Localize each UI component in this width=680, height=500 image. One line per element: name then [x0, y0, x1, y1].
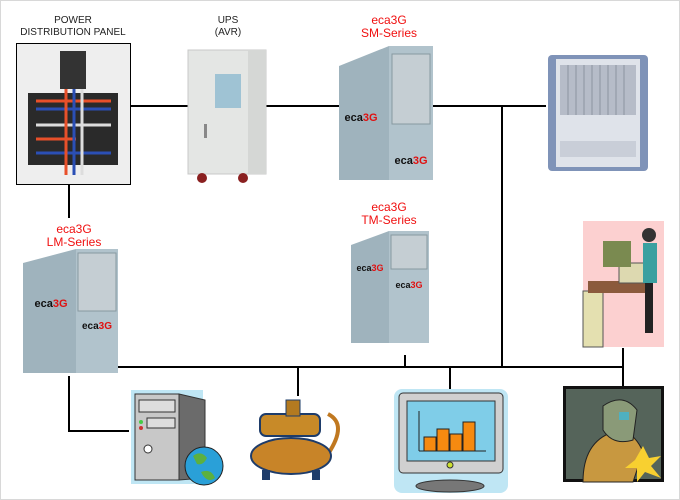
- ups-cabinet-image: [187, 49, 267, 183]
- connector-line: [68, 376, 70, 432]
- connector-line: [297, 367, 299, 396]
- connector-line: [433, 105, 546, 107]
- tm-cabinet-image: eca3G eca3G: [351, 231, 429, 343]
- svg-text:eca3G: eca3G: [356, 263, 383, 273]
- svg-text:eca3G: eca3G: [34, 298, 67, 310]
- water-pump-icon: [250, 399, 340, 480]
- connector-line: [68, 430, 129, 432]
- svg-text:eca3G: eca3G: [82, 321, 112, 332]
- lm-cabinet-image: eca3G eca3G: [23, 249, 118, 373]
- power-panel-image: [16, 43, 131, 185]
- sm-cabinet-image: eca3G eca3G: [339, 46, 433, 180]
- svg-text:eca3G: eca3G: [395, 280, 422, 290]
- connector-line: [266, 105, 339, 107]
- connector-line: [501, 106, 503, 367]
- connector-line: [68, 185, 70, 218]
- connector-line: [131, 105, 188, 107]
- connector-line: [404, 355, 406, 367]
- woodworker-image: [582, 221, 664, 348]
- connector-line: [118, 366, 624, 368]
- welder-icon: [563, 386, 664, 483]
- server-rack-image: [548, 55, 648, 171]
- svg-text:eca3G: eca3G: [394, 155, 427, 167]
- connector-line: [449, 367, 451, 389]
- ups-label: UPS(AVR): [214, 15, 242, 38]
- computer-globe-icon: [131, 390, 224, 486]
- connector-line: [622, 348, 624, 386]
- svg-text:eca3G: eca3G: [344, 112, 377, 124]
- monitor-chart-icon: [394, 389, 508, 493]
